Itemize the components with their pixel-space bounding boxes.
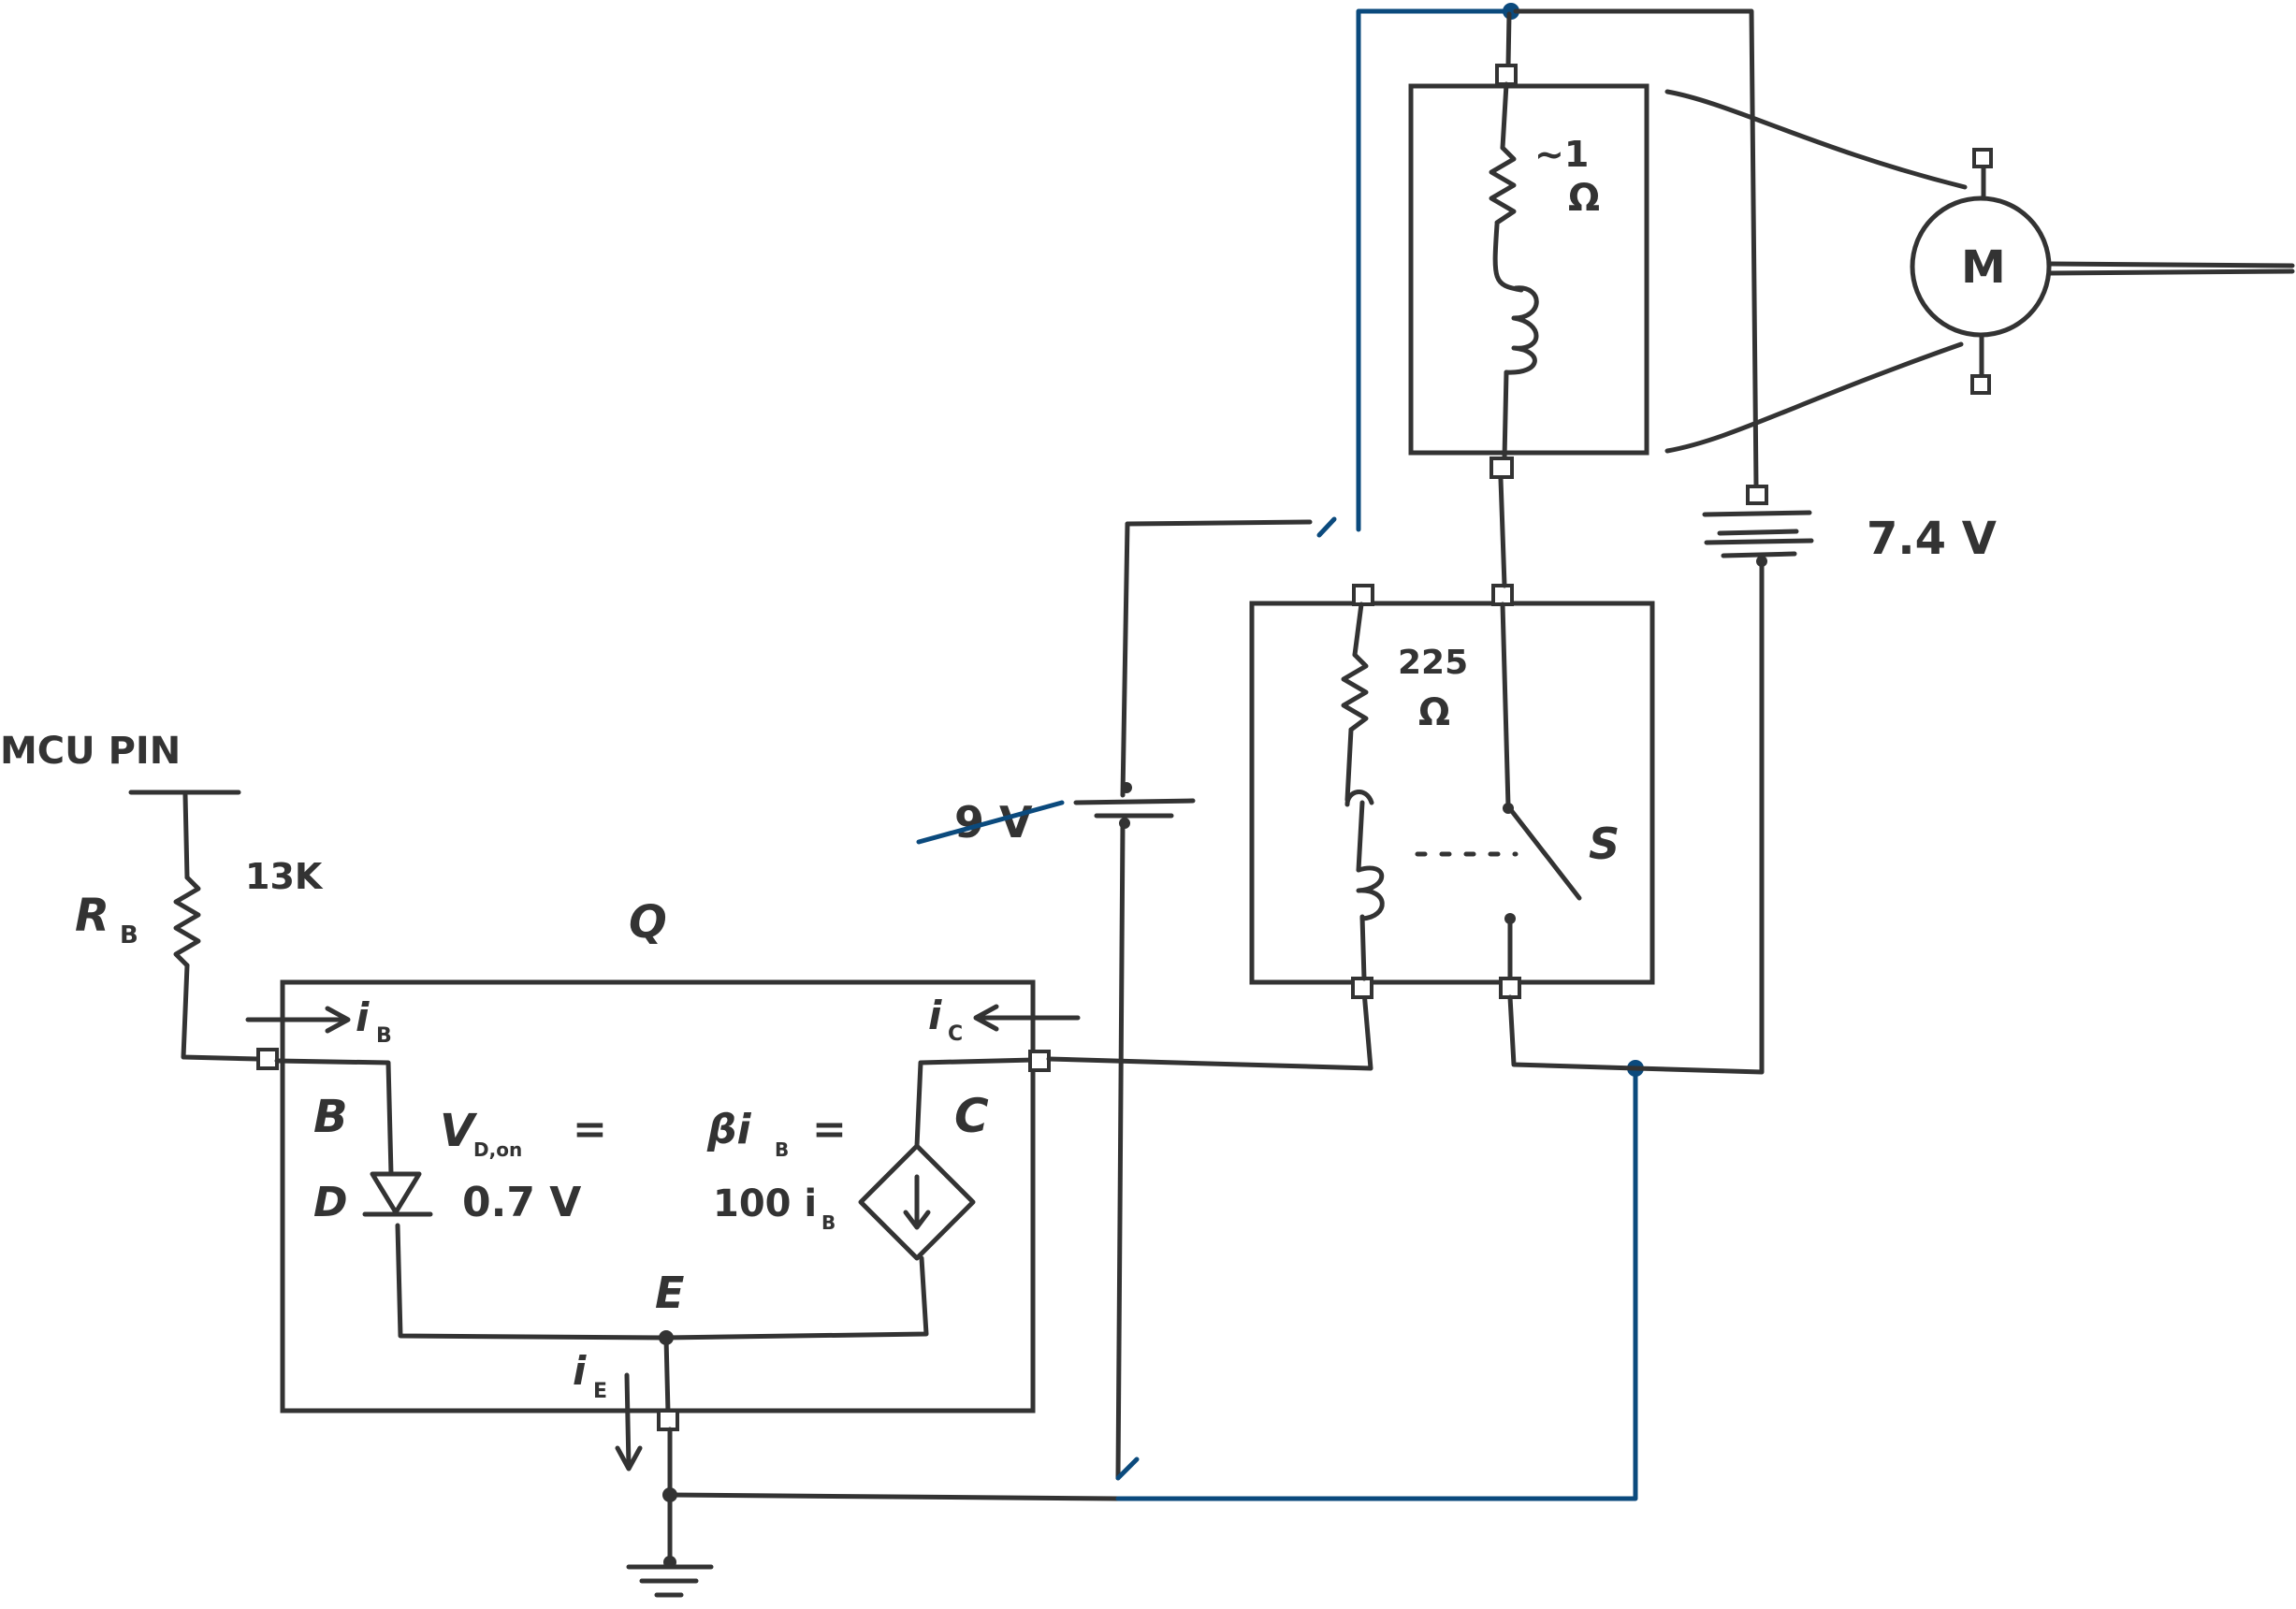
diode-label: D: [313, 1179, 348, 1226]
battery-9v: [1073, 521, 1196, 829]
collector-terminal: [1028, 1050, 1051, 1072]
motor-equivalent-box: [1408, 83, 1649, 456]
ie-arrow: [615, 1372, 643, 1471]
motor-box-bottom-terminal: [1489, 457, 1514, 479]
motor-label: M: [1961, 241, 2006, 294]
relay-coil-resistor: [1341, 652, 1369, 732]
diode-symbol: [362, 1171, 433, 1217]
ib-label-sub: B: [376, 1024, 392, 1048]
mcu-pin: [128, 790, 260, 1062]
vd-label-sub: D,on: [473, 1138, 522, 1161]
motor-box-top-terminal: [1495, 64, 1518, 86]
ie-label: i: [573, 1348, 587, 1394]
relay-coil-top-terminal: [1352, 584, 1374, 606]
rb-value-label: 13K: [245, 856, 324, 897]
relay-coil-inductor: [1356, 865, 1385, 921]
transistor-label: Q: [629, 896, 667, 949]
ic-arrow: [973, 1004, 1081, 1032]
motor-inductor: [1504, 285, 1539, 375]
ic-label: i: [928, 993, 942, 1038]
motor-top-terminal: [1972, 148, 1993, 168]
ground-symbol: [626, 1564, 714, 1598]
base-terminal: [256, 1048, 279, 1070]
beta-label-line2-sub: B: [821, 1211, 836, 1234]
motor-bottom-terminal: [1970, 374, 1991, 395]
motor-resistor: [1489, 145, 1517, 225]
base-resistor: [173, 875, 201, 968]
vd-label-line2: 0.7 V: [462, 1179, 581, 1226]
ic-label-sub: C: [948, 1022, 963, 1046]
ib-label: i: [356, 994, 370, 1040]
transistor-box: [280, 979, 1036, 1413]
ib-arrow: [245, 1006, 351, 1034]
collector-label: C: [954, 1089, 989, 1143]
rb-label-group: R B: [75, 890, 138, 949]
beta-label-sub: B: [775, 1138, 789, 1161]
ie-label-sub: E: [593, 1380, 607, 1403]
motor-resistance-label: ~1: [1534, 134, 1589, 175]
switch-bottom-terminal: [1499, 977, 1521, 999]
beta-label-line2: 100 i: [713, 1182, 817, 1225]
battery-9v-strikethrough: [916, 800, 1065, 845]
emitter-terminal: [657, 1409, 679, 1431]
current-source: [858, 1143, 976, 1261]
beta-label-line1: βi: [706, 1106, 751, 1153]
emitter-label: E: [655, 1268, 684, 1318]
battery-7v4-label: 7.4 V: [1867, 513, 1997, 565]
vd-label-eq: =: [573, 1106, 607, 1153]
motor-shaft: [2046, 261, 2295, 276]
switch-blade: [1508, 807, 1582, 901]
relay-coil-bottom-terminal: [1351, 977, 1373, 999]
rb-label-sub: B: [120, 921, 138, 949]
rb-label: R: [75, 890, 109, 942]
relay-coil-resistance-label: 225: [1398, 644, 1468, 682]
motor-unit-label: Ω: [1568, 177, 1600, 220]
relay-coil-unit-label: Ω: [1418, 691, 1450, 734]
battery-7v4: [1702, 485, 1814, 567]
beta-label-eq: =: [812, 1106, 847, 1153]
base-label: B: [313, 1091, 348, 1143]
relay-box: [1249, 601, 1655, 985]
vd-label-line1: V: [440, 1105, 478, 1157]
mcu-pin-label: MCU PIN: [0, 730, 181, 773]
switch-label: S: [1589, 819, 1620, 869]
switch-top-terminal: [1491, 584, 1514, 606]
